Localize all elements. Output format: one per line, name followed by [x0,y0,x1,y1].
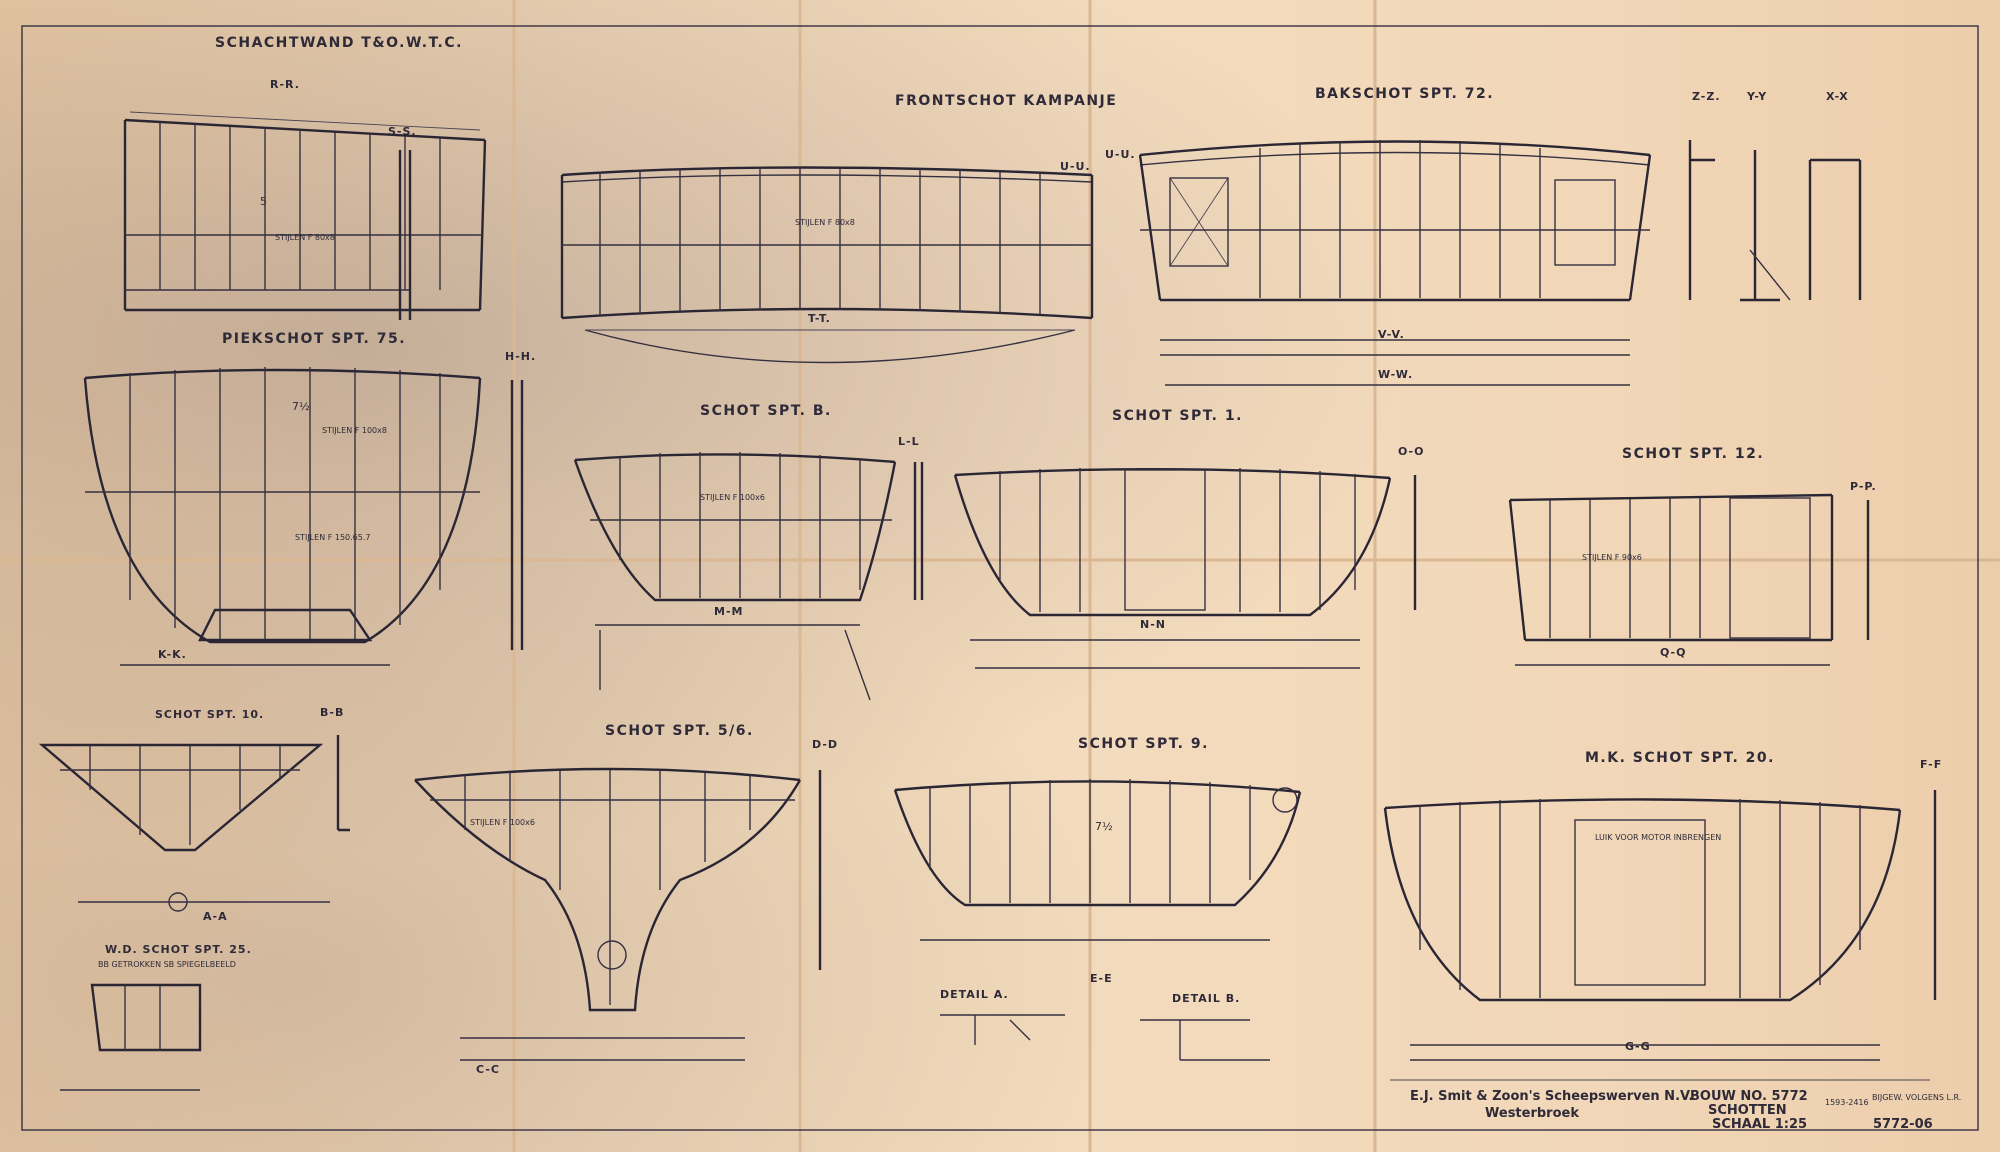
sheet-border [21,25,1979,1131]
drawing-subject: SCHOTTEN [1708,1103,1787,1118]
title-block: E.J. Smit & Zoon's Scheepswerven N.V. We… [1390,1079,1961,1132]
title-wd-schot: W.D. SCHOT SPT. 25. [105,943,252,956]
label-aa: A-A [203,910,228,923]
view-schot-9: SCHOT SPT. 9. 7½ E-E DETAIL A. DETAIL B. [893,736,1302,1061]
view-piekschot: PIEKSCHOT SPT. 75. 7½ STIJLEN F 100x8 ST… [83,331,536,666]
note-stijlen-piek2: STIJLEN F 150.65.7 [295,533,371,542]
title-schot-b: SCHOT SPT. B. [700,403,832,419]
label-nn: N-N [1140,618,1166,631]
view-schot-56: SCHOT SPT. 5/6. STIJLEN F 100x6 D-D C-C [414,723,838,1076]
archive-stamp: 1593-2416 [1825,1098,1869,1107]
title-schot-56: SCHOT SPT. 5/6. [605,723,754,739]
stiffeners-frontschot [599,167,1041,316]
title-bakschot: BAKSCHOT SPT. 72. [1315,86,1494,102]
revision-note: BIJGEW. VOLGENS L.R. [1872,1093,1961,1102]
title-mk-schot: M.K. SCHOT SPT. 20. [1585,750,1775,766]
label-qq: Q-Q [1660,646,1686,659]
label-hh: H-H. [505,350,536,363]
view-schachtwand: SCHACHTWAND T&O.W.T.C. R-R. STIJLEN F 80… [123,35,487,320]
view-frontschot: FRONTSCHOT KAMPANJE STIJLEN F 80x8 T-T. … [560,93,1117,364]
yard-name: E.J. Smit & Zoon's Scheepswerven N.V. [1410,1089,1693,1104]
note-stijlen-front: STIJLEN F 80x8 [795,218,855,227]
stiffeners-b [619,452,861,598]
label-xx: X-X [1826,90,1849,103]
sub-wd-schot: BB GETROKKEN SB SPIEGELBEELD [98,960,236,969]
title-schot-10: SCHOT SPT. 10. [155,708,264,721]
title-schot-1: SCHOT SPT. 1. [1112,408,1243,424]
stiffeners-wd [124,985,161,1050]
title-schachtwand: SCHACHTWAND T&O.W.T.C. [215,35,463,51]
stiffeners-mk-schot [1419,799,1861,998]
stiffeners-schot-10 [89,745,281,845]
view-bakschot: BAKSCHOT SPT. 72. V-V. W-W. U-U. [1105,86,1652,386]
view-schot-12: SCHOT SPT. 12. STIJLEN F 90x6 P-P. Q-Q [1508,446,1877,666]
plate-piek: 7½ [292,400,310,413]
title-schot-9: SCHOT SPT. 9. [1078,736,1209,752]
label-mm: M-M [714,605,743,618]
label-kk: K-K. [158,648,187,661]
note-stijlen-piek: STIJLEN F 100x8 [322,426,387,435]
stiffeners-schot-9 [929,779,1251,903]
label-zz: Z-Z. [1692,90,1721,103]
label-pp: P-P. [1850,480,1877,493]
stiffeners-schot-1 [999,468,1356,612]
label-uu: U-U. [1060,160,1091,173]
stiffeners-piek [129,367,441,640]
stiffeners-bakschot [1259,140,1541,298]
title-schot-12: SCHOT SPT. 12. [1622,446,1764,462]
view-zz-yy-xx: Z-Z. Y-Y X-X [1688,90,1862,302]
label-ee: E-E [1090,972,1113,985]
yard-place: Westerbroek [1485,1106,1579,1121]
view-wd-schot: W.D. SCHOT SPT. 25. BB GETROKKEN SB SPIE… [60,943,252,1091]
drawing-number: 5772-06 [1873,1117,1933,1132]
note-stijlen-56: STIJLEN F 100x6 [470,818,535,827]
label-tt: T-T. [808,312,831,325]
note-stijlen-rr: STIJLEN F 80x8 [275,233,335,242]
stiffeners-rr [159,122,441,290]
note-luik-motor: LUIK VOOR MOTOR INBRENGEN [1595,833,1721,842]
note-stijlen-12: STIJLEN F 90x6 [1582,553,1642,562]
view-schot-10: SCHOT SPT. 10. B-B A-A [38,706,350,923]
label-rr: R-R. [270,78,300,91]
label-oo: O-O [1398,445,1424,458]
label-gg: G-G [1625,1040,1651,1053]
label-cc: C-C [476,1063,500,1076]
label-ww: W-W. [1378,368,1413,381]
title-frontschot: FRONTSCHOT KAMPANJE [895,93,1117,109]
title-detail-b: DETAIL B. [1172,992,1240,1005]
label-bb: B-B [320,706,344,719]
stiffeners-schot-56 [464,770,751,1005]
label-dd: D-D [812,738,838,751]
plate-rr: 5 [260,195,267,208]
view-schot-b: SCHOT SPT. B. STIJLEN F 100x6 L-L M-M [573,403,924,701]
label-uu-2: U-U. [1105,148,1136,161]
title-detail-a: DETAIL A. [940,988,1009,1001]
note-stijlen-b: STIJLEN F 100x6 [700,493,765,502]
label-ss: S-S. [388,125,417,138]
plate-schot-9: 7½ [1095,820,1113,833]
view-schot-1: SCHOT SPT. 1. O-O N-N [953,408,1424,669]
view-mk-schot: M.K. SCHOT SPT. 20. LUIK VOOR MOTOR INBR… [1383,750,1942,1061]
drawing-scale: SCHAAL 1:25 [1712,1117,1807,1132]
stiffeners-schot-12 [1549,498,1701,638]
bouw-number: BOUW NO. 5772 [1690,1089,1808,1104]
label-yy: Y-Y [1746,90,1767,103]
label-ll: L-L [898,435,920,448]
title-piekschot: PIEKSCHOT SPT. 75. [222,331,406,347]
label-ff: F-F [1920,758,1942,771]
label-vv: V-V. [1378,328,1405,341]
